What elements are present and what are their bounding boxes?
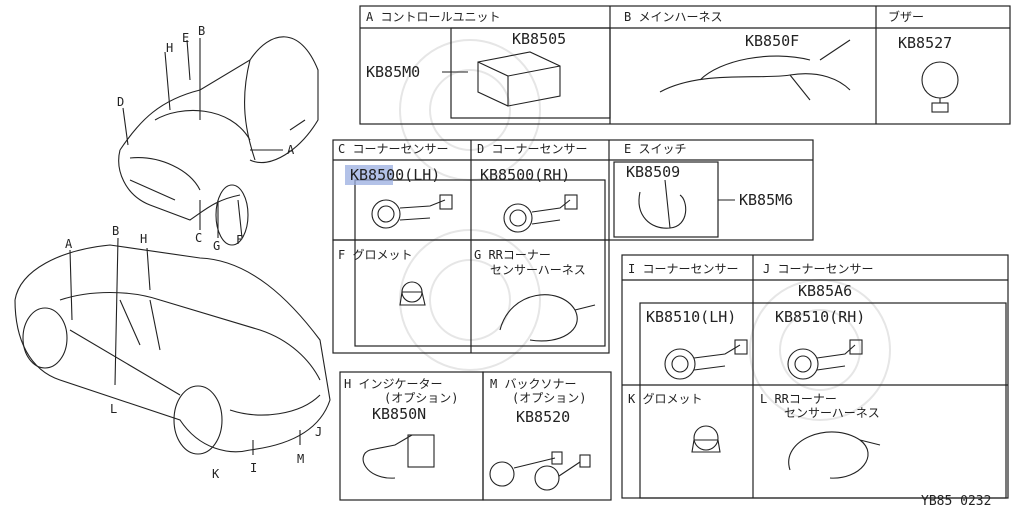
panel-l-header-line2: センサーハーネス	[784, 406, 880, 420]
panel-b-code: KB850F	[745, 32, 800, 50]
panel-j-code[interactable]: KB8510(RH)	[775, 308, 866, 326]
panel-a-code: KB8505	[512, 30, 567, 48]
rear-callout-b: B	[112, 224, 120, 238]
panel-l-header-line1: L RRコーナー	[760, 392, 837, 406]
front-callout-g: G	[213, 239, 221, 253]
panel-e-assy-code[interactable]: KB85M6	[739, 191, 794, 209]
frame-m	[482, 371, 612, 501]
rear-callout-k: K	[212, 467, 220, 481]
panel-g-header-line1: G RRコーナー	[474, 248, 551, 262]
panel-buzzer-code: KB8527	[898, 34, 953, 52]
panel-d-code[interactable]: KB8500(RH)	[480, 166, 571, 184]
front-callout-c: C	[195, 231, 203, 245]
panel-m-code[interactable]: KB8520	[516, 408, 571, 426]
front-callout-d: D	[117, 95, 125, 109]
rear-callout-j: J	[315, 425, 323, 439]
front-callout-a: A	[287, 143, 295, 157]
panel-f-header: F グロメット	[338, 248, 413, 262]
panel-m-header-line2: (オプション)	[512, 391, 587, 405]
front-callout-h: H	[166, 41, 174, 55]
panel-c-header: C コーナーセンサー	[338, 142, 449, 156]
panel-h-header-line2: (オプション)	[384, 391, 459, 405]
panel-k-header: K グロメット	[628, 392, 703, 406]
rear-car-drawing	[14, 237, 331, 455]
panel-e-header: E スイッチ	[624, 142, 687, 156]
frame-top	[359, 5, 1011, 125]
front-callout-e: E	[182, 31, 190, 45]
panel-h-code[interactable]: KB850N	[372, 405, 427, 423]
panel-m-header-line1: M バックソナー	[490, 377, 577, 391]
selected-part-highlight	[345, 165, 393, 185]
front-callout-b: B	[198, 24, 206, 38]
rear-callout-h: H	[140, 232, 148, 246]
panel-d-header: D コーナーセンサー	[477, 142, 588, 156]
panel-c-code[interactable]: KB8500(LH)	[350, 166, 441, 184]
panel-e-code[interactable]: KB8509	[626, 163, 681, 181]
rear-callout-a: A	[65, 237, 73, 251]
panel-j-assy-code[interactable]: KB85A6	[798, 282, 853, 300]
panel-b-header: B メインハーネス	[624, 10, 723, 24]
panel-a-assy-code: KB85M0	[366, 63, 421, 81]
panel-buzzer-header: ブザー	[888, 10, 925, 24]
frame-fg	[332, 239, 610, 354]
rear-callout-l: L	[110, 402, 118, 416]
panel-i-code[interactable]: KB8510(LH)	[646, 308, 737, 326]
panel-g-header-line2: センサーハーネス	[490, 263, 586, 277]
panel-j-header: J コーナーセンサー	[763, 262, 874, 276]
panel-frames	[332, 5, 1011, 501]
diagram-reference-code: YB85 0232	[921, 494, 992, 509]
front-car-drawing	[118, 36, 319, 246]
panel-a-header: A コントロールユニット	[366, 10, 501, 24]
part-icons	[362, 39, 959, 491]
watermark-art	[399, 39, 891, 421]
front-callout-f: F	[236, 233, 244, 247]
rear-callout-i: I	[250, 461, 258, 475]
panel-h-header-line1: H インジケーター	[344, 377, 443, 391]
rear-callout-m: M	[297, 452, 305, 466]
panel-i-header: I コーナーセンサー	[628, 262, 739, 276]
